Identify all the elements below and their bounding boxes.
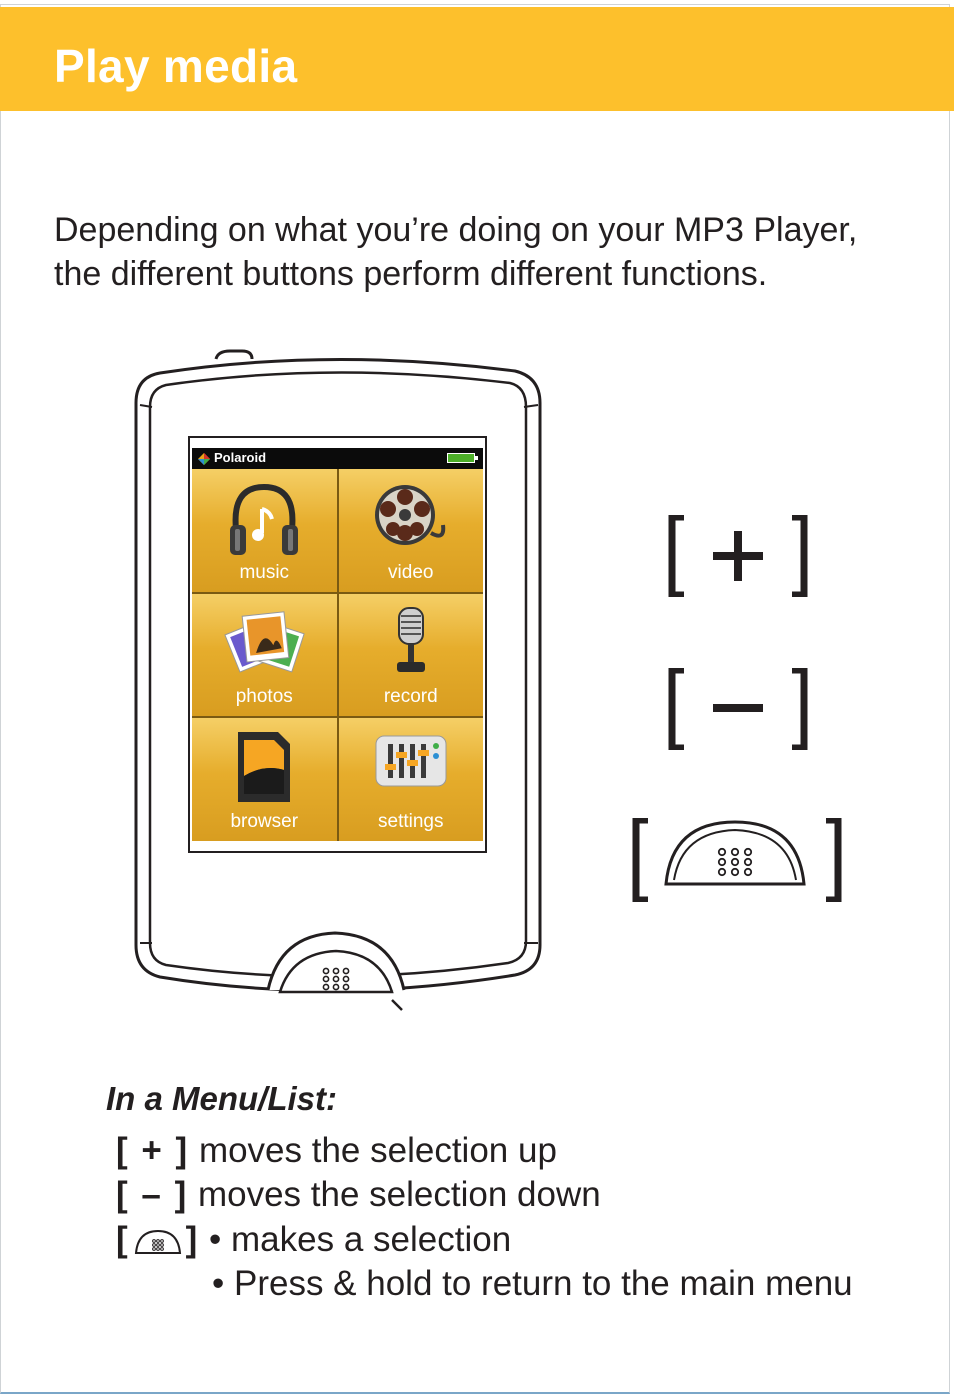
status-bar: Polaroid (192, 448, 483, 469)
instruction-plus-text: moves the selection up (198, 1131, 557, 1170)
menu-tile-photos[interactable]: photos (192, 593, 337, 717)
select-key-open: [ (116, 1220, 130, 1259)
instruction-plus: [ + ] moves the selection up (116, 1131, 557, 1171)
main-menu-grid: music video photos (192, 469, 483, 841)
tile-label-record: record (383, 686, 438, 708)
intro-text: Depending on what you’re doing on your M… (54, 208, 934, 296)
headphones-icon (230, 483, 299, 555)
minus-key-icon (668, 668, 808, 750)
intro-line-2: the different buttons perform different … (54, 255, 768, 293)
page-title: Play media (54, 40, 298, 92)
menu-tile-settings[interactable]: settings (338, 718, 483, 841)
tile-label-photos: photos (235, 686, 293, 708)
header-bar: Play media (0, 7, 954, 111)
home-button-icon (632, 818, 842, 902)
plus-key-icon (668, 515, 808, 597)
instruction-minus: [ – ] moves the selection down (116, 1175, 601, 1215)
sd-card-icon (238, 732, 291, 803)
select-key-close: ] (185, 1220, 200, 1259)
minus-key-label: [ – ] (116, 1175, 189, 1214)
tile-label-video: video (388, 561, 434, 583)
tile-label-settings: settings (378, 810, 444, 832)
menu-tile-music[interactable]: music (192, 469, 337, 592)
brand-name: Polaroid (214, 450, 267, 465)
menu-tile-record[interactable]: record (338, 593, 483, 717)
menu-tile-browser[interactable]: browser (192, 718, 337, 841)
menu-list-heading: In a Menu/List: (106, 1080, 337, 1117)
intro-line-1: Depending on what you’re doing on your M… (54, 211, 858, 249)
polaroid-logo-icon (198, 453, 210, 465)
home-button-small-icon (134, 1229, 181, 1254)
page-frame (0, 4, 950, 1394)
device-screen: Polaroid music (188, 436, 487, 853)
instruction-minus-text: moves the selection down (197, 1175, 601, 1214)
instruction-hold-text: • Press & hold to return to the main men… (212, 1264, 853, 1303)
menu-tile-video[interactable]: video (338, 469, 483, 592)
plus-key-label: [ + ] (116, 1131, 190, 1170)
photos-icon (224, 610, 305, 673)
tile-label-browser: browser (230, 810, 299, 832)
film-reel-icon (374, 485, 445, 545)
battery-icon (447, 453, 478, 463)
tile-label-music: music (239, 561, 290, 583)
instruction-select: [ ] • makes a selection (116, 1220, 511, 1260)
equalizer-icon (375, 735, 447, 787)
microphone-icon (396, 606, 425, 672)
instruction-select-text: • makes a selection (209, 1220, 512, 1259)
instruction-hold: • Press & hold to return to the main men… (212, 1264, 853, 1304)
